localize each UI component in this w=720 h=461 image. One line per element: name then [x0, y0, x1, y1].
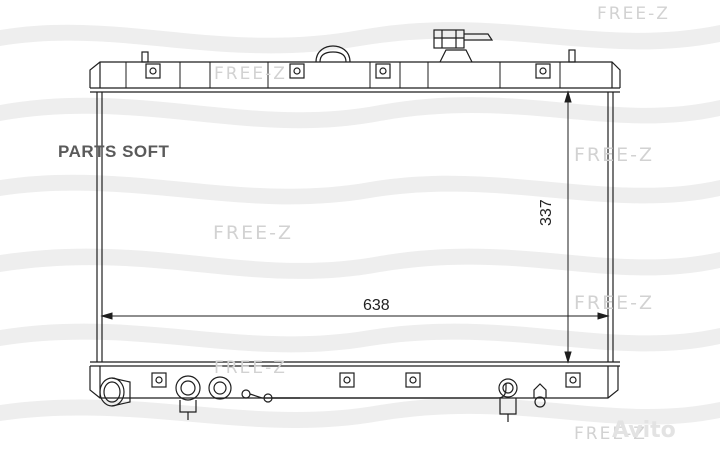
- width-dimension-label: 638: [363, 297, 390, 314]
- brand-watermark-right: FREE-Z: [574, 144, 655, 166]
- bottom-tank: [89, 366, 619, 422]
- brand-watermark-top: FREE-Z: [597, 4, 670, 24]
- brand-watermark-upper: FREE-Z: [214, 64, 287, 84]
- avito-watermark: Avito: [612, 418, 676, 443]
- top-tank: [89, 29, 621, 93]
- brand-watermark-center: FREE-Z: [213, 222, 294, 244]
- dimension-lines: [100, 90, 610, 364]
- parts-soft-watermark: PARTS SOFT: [58, 142, 170, 161]
- brand-watermark-lower: FREE-Z: [214, 358, 287, 378]
- radiator-core: [90, 92, 620, 367]
- brand-watermark-bottom: FREE-Z: [574, 424, 647, 444]
- height-dimension-label: 337: [538, 199, 555, 226]
- brand-watermark-lower-right: FREE-Z: [574, 292, 655, 314]
